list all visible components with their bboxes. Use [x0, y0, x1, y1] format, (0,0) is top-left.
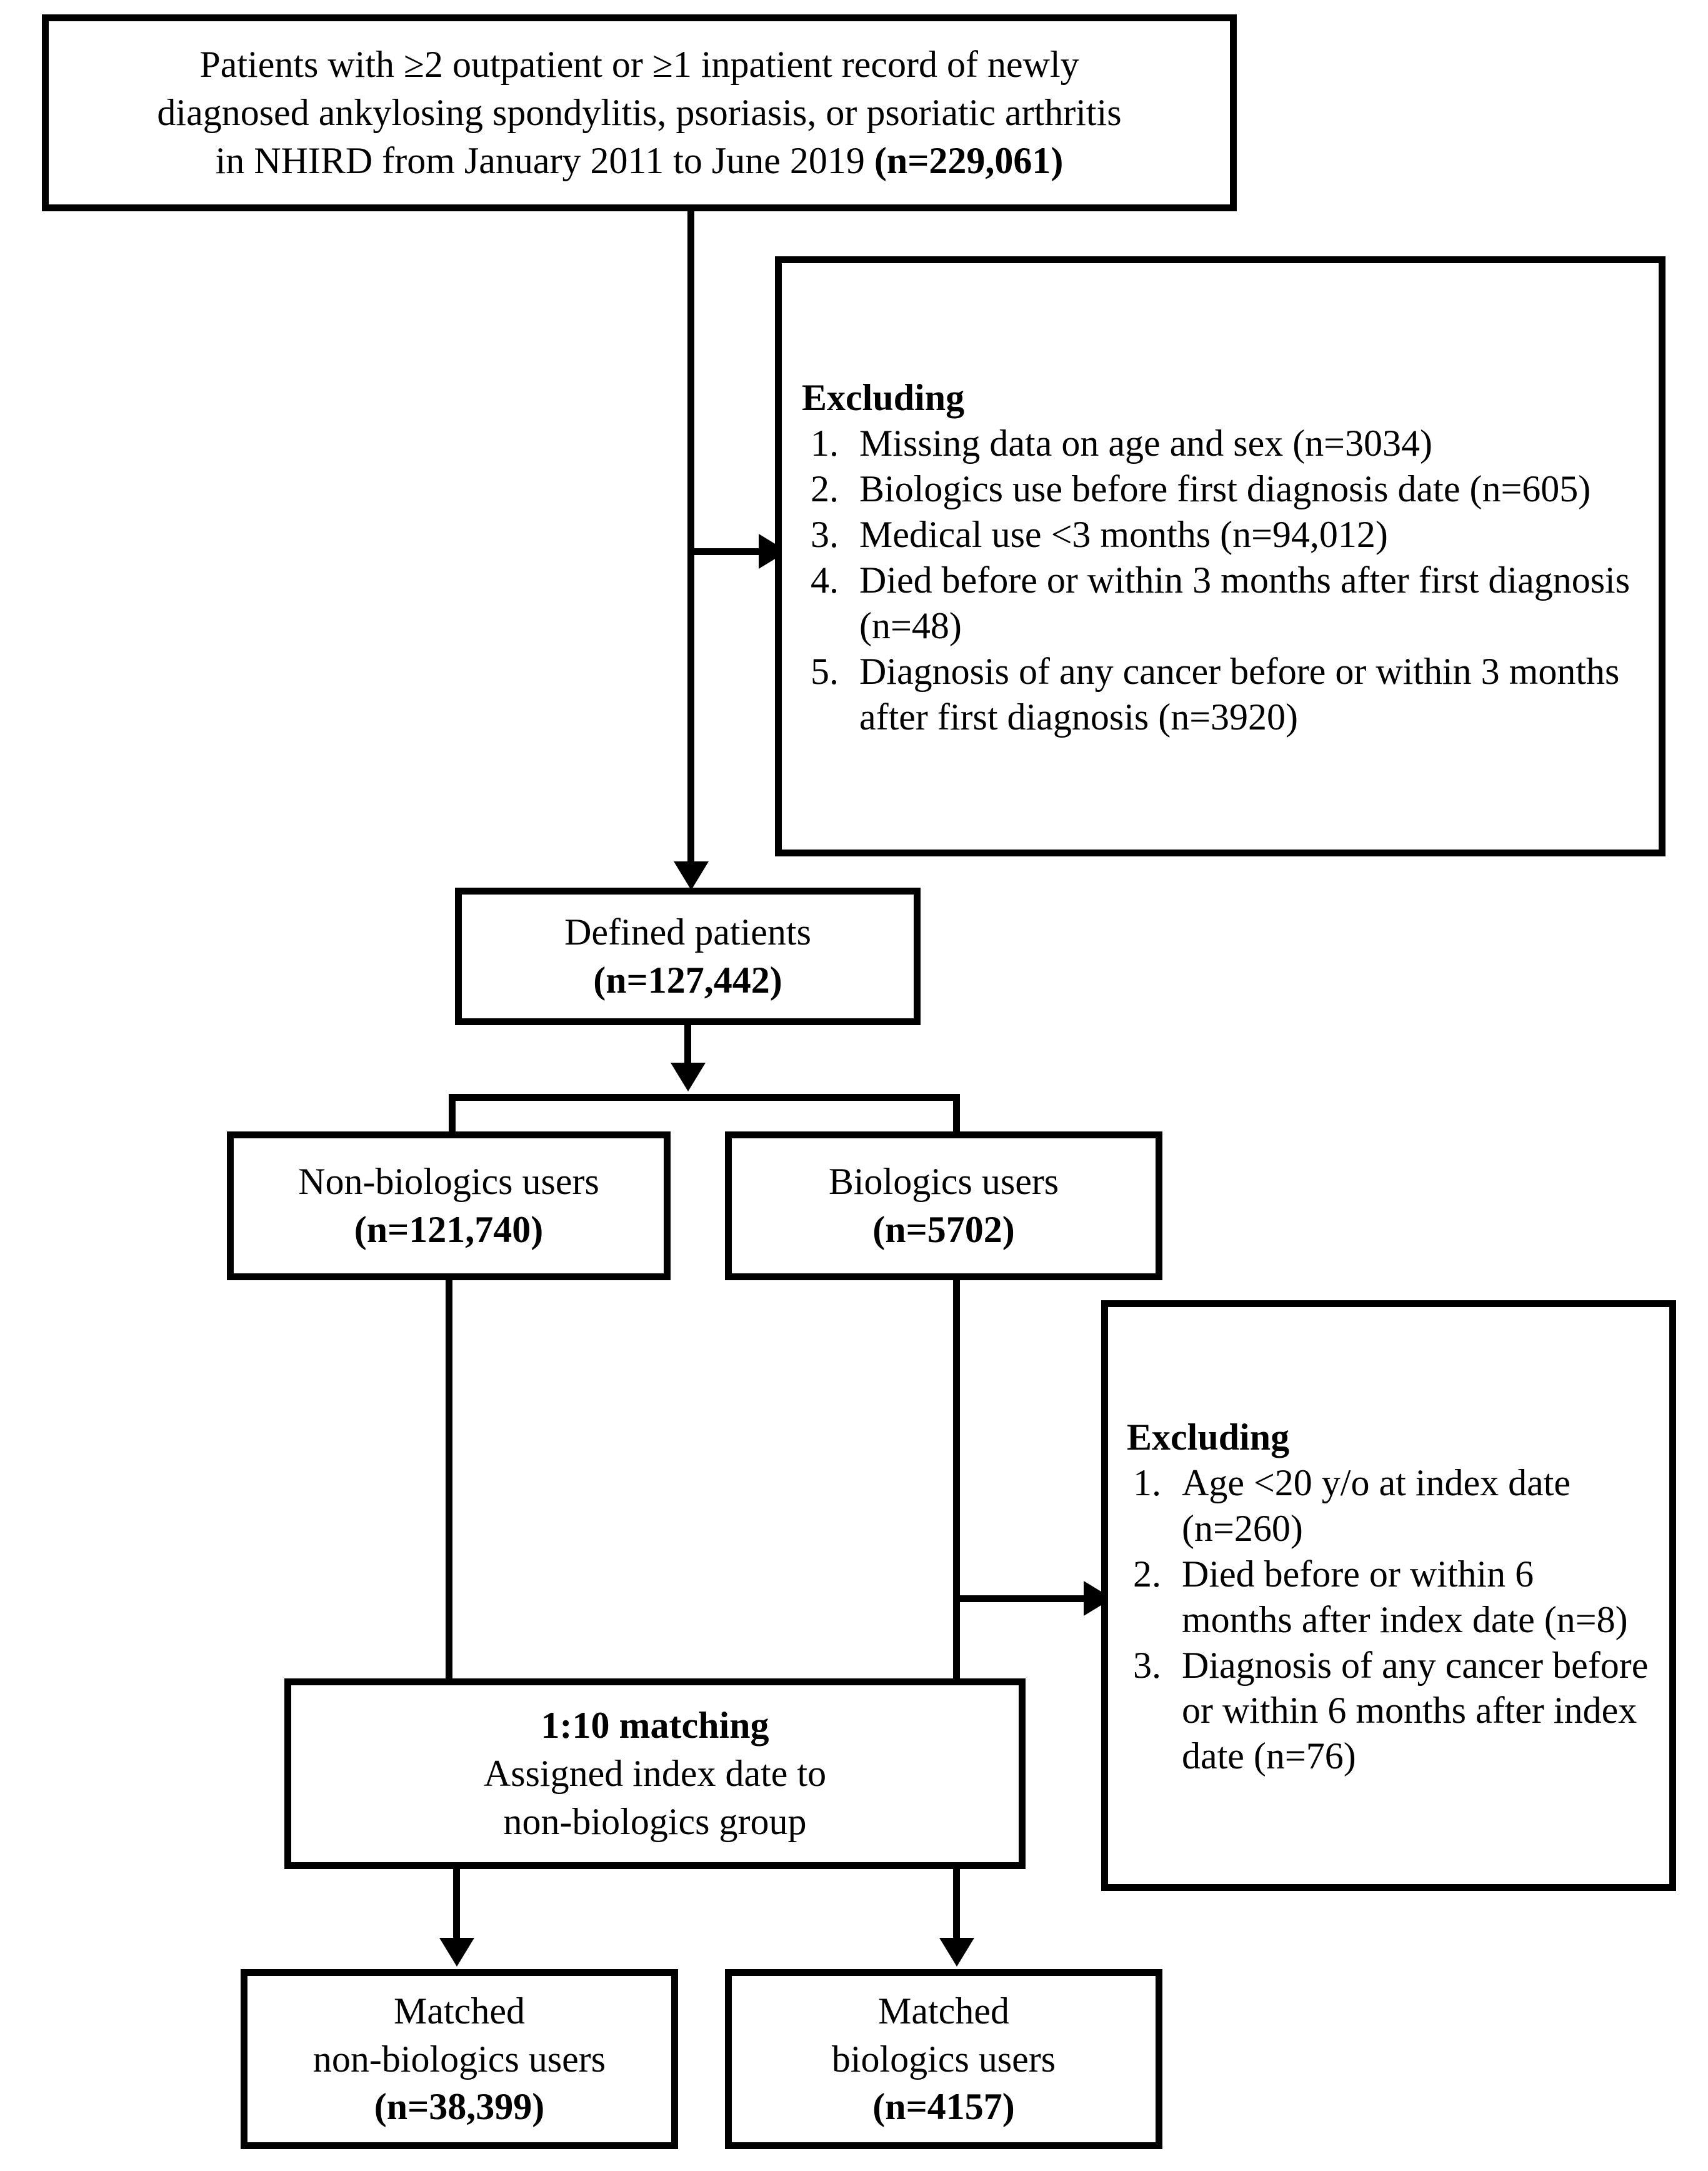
source-population-period: in NHIRD from January 2011 to June 2019: [215, 139, 874, 181]
connector-defined-to-split: [684, 1025, 691, 1068]
arrowhead-defined-to-split: [671, 1063, 706, 1091]
excluding-2-item: Age <20 y/o at index date (n=260): [1171, 1460, 1653, 1552]
excluding-2-item: Diagnosis of any cancer before or within…: [1171, 1643, 1653, 1780]
node-non-biologics-users: Non-biologics users (n=121,740): [227, 1131, 671, 1280]
arrowhead-matched-biologics: [939, 1938, 974, 1967]
node-matched-biologics-users: Matched biologics users (n=4157): [725, 1969, 1162, 2149]
split-bar-defined-patients: [449, 1094, 960, 1101]
node-source-population: Patients with ≥2 outpatient or ≥1 inpati…: [42, 14, 1237, 211]
connector-matching-to-matched-non-biologics: [453, 1869, 460, 1944]
source-population-line-2: diagnosed ankylosing spondylitis, psoria…: [157, 92, 1122, 134]
excluding-1-title: Excluding: [802, 377, 965, 419]
defined-patients-count: (n=127,442): [593, 960, 782, 1001]
node-excluding-2: Excluding Age <20 y/o at index date (n=2…: [1101, 1300, 1676, 1891]
excluding-1-item: Medical use <3 months (n=94,012): [848, 512, 1641, 558]
matching-line-2: Assigned index date to: [483, 1753, 827, 1795]
source-population-line-1: Patients with ≥2 outpatient or ≥1 inpati…: [199, 44, 1079, 86]
excluding-2-list: Age <20 y/o at index date (n=260) Died b…: [1113, 1460, 1664, 1779]
split-drop-left: [449, 1094, 456, 1133]
node-matched-non-biologics-users: Matched non-biologics users (n=38,399): [241, 1969, 678, 2149]
matched-biologics-line-1: Matched: [878, 1990, 1009, 2032]
connector-source-to-excluding-1: [687, 548, 762, 555]
matched-non-biologics-line-2: non-biologics users: [312, 2038, 606, 2080]
connector-source-to-defined: [687, 211, 694, 866]
non-biologics-users-count: (n=121,740): [354, 1209, 544, 1250]
excluding-1-item: Missing data on age and sex (n=3034): [848, 421, 1641, 466]
node-biologics-users: Biologics users (n=5702): [725, 1131, 1162, 1280]
arrowhead-source-to-defined: [674, 861, 709, 890]
source-population-count: (n=229,061): [874, 139, 1064, 181]
non-biologics-users-label: Non-biologics users: [298, 1161, 599, 1203]
connector-biologics-to-excluding-2: [953, 1595, 1087, 1602]
excluding-1-item: Biologics use before first diagnosis dat…: [848, 466, 1641, 512]
arrowhead-matched-non-biologics: [439, 1938, 474, 1967]
biologics-users-label: Biologics users: [828, 1161, 1059, 1203]
excluding-1-list: Missing data on age and sex (n=3034) Bio…: [788, 421, 1652, 740]
source-population-line-3: in NHIRD from January 2011 to June 2019 …: [216, 137, 1064, 185]
biologics-users-count: (n=5702): [872, 1209, 1015, 1250]
matched-non-biologics-count: (n=38,399): [374, 2086, 545, 2128]
matching-headline: 1:10 matching: [541, 1705, 769, 1747]
excluding-2-item: Died before or within 6 months after ind…: [1171, 1552, 1653, 1643]
connector-matching-to-matched-biologics: [953, 1869, 960, 1944]
matched-biologics-line-2: biologics users: [831, 2038, 1056, 2080]
split-drop-right: [953, 1094, 960, 1133]
excluding-1-item: Diagnosis of any cancer before or within…: [848, 649, 1641, 740]
node-excluding-1: Excluding Missing data on age and sex (n…: [775, 256, 1666, 856]
node-matching: 1:10 matching Assigned index date to non…: [284, 1678, 1026, 1869]
node-defined-patients: Defined patients (n=127,442): [455, 888, 921, 1025]
excluding-1-item: Died before or within 3 months after fir…: [848, 558, 1641, 649]
excluding-2-title: Excluding: [1127, 1416, 1290, 1458]
matched-non-biologics-line-1: Matched: [394, 1990, 525, 2032]
matching-line-3: non-biologics group: [503, 1800, 807, 1842]
connector-biologics-to-matching: [953, 1280, 960, 1680]
matched-biologics-count: (n=4157): [872, 2086, 1015, 2128]
connector-non-biologics-to-matching: [446, 1280, 452, 1680]
defined-patients-label: Defined patients: [564, 911, 811, 953]
